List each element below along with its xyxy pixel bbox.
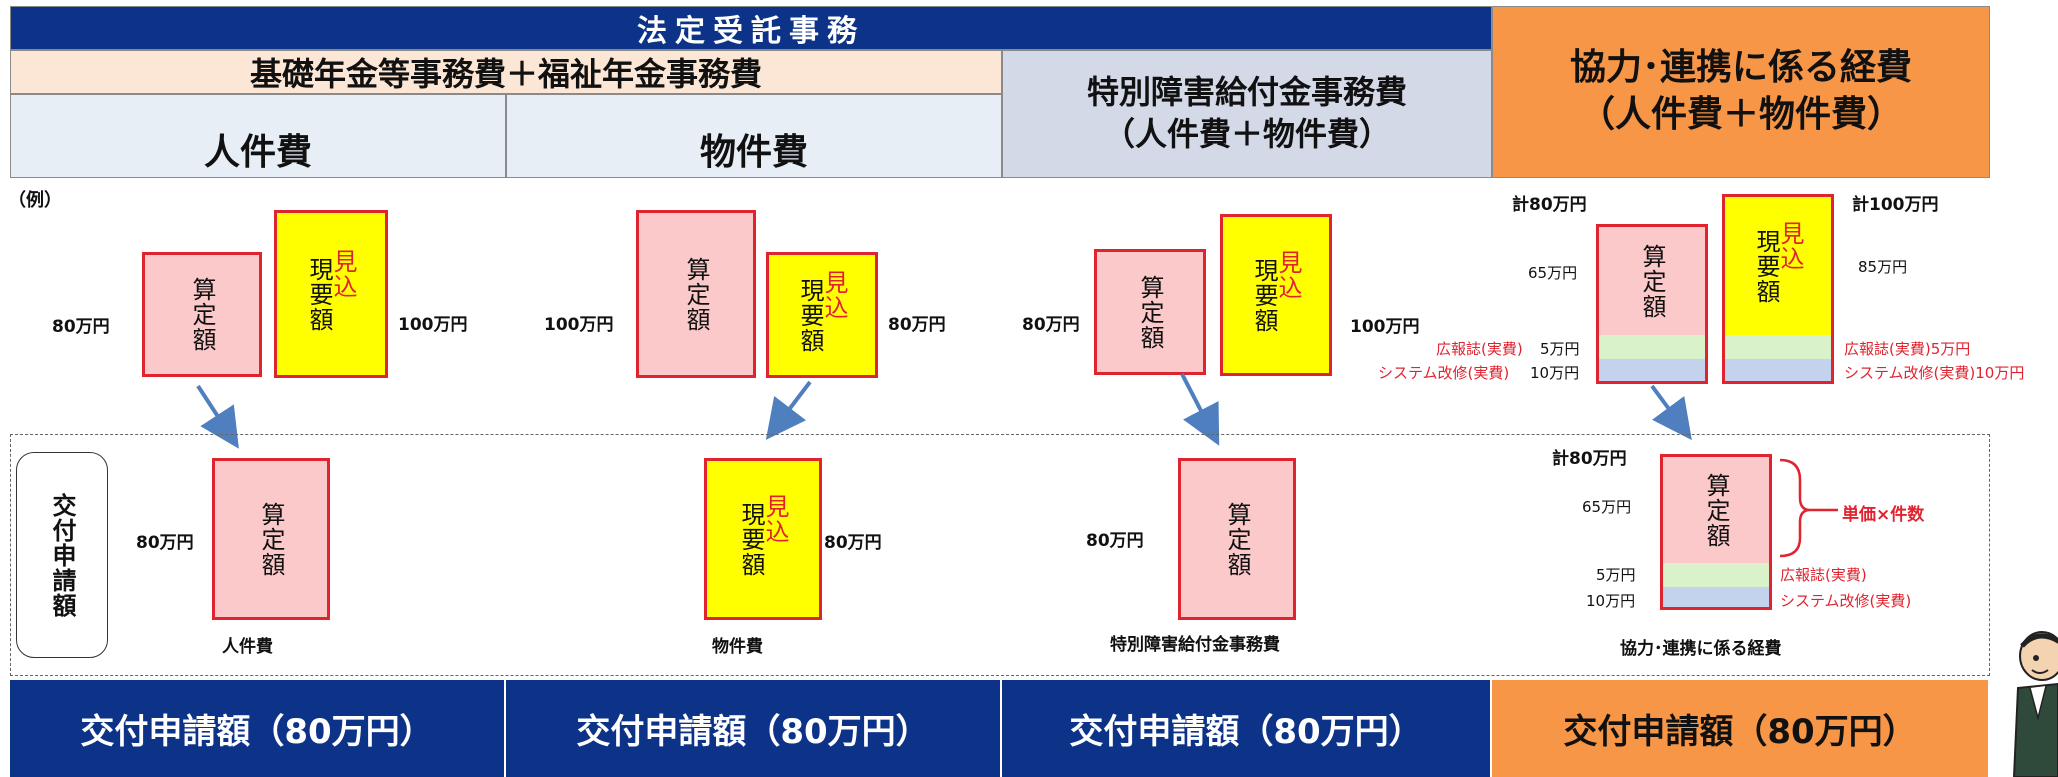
santei-label: 算定額: [257, 501, 285, 577]
col4-bottom-koho-seg: [1663, 563, 1769, 587]
side-label-box: 交付申請額: [16, 452, 108, 658]
santei-label: 算定額: [1702, 472, 1730, 548]
col4-right-genyo: 現要額 見込: [1725, 197, 1831, 335]
col4-bottom-main-amount: 65万円: [1582, 498, 1632, 516]
col4-sys-right-label: システム改修(実費)10万円: [1844, 364, 2025, 382]
mikomi-label: 見込: [820, 270, 848, 320]
col4-right-stack: 現要額 見込: [1722, 194, 1834, 384]
col4-bottom-koho-label: 広報誌(実費): [1780, 566, 1867, 584]
col1-bottom-santei-box: 算定額: [212, 458, 330, 620]
col4-bottom-koho-amount: 5万円: [1596, 566, 1636, 584]
arrow-col2: [765, 380, 812, 440]
col2-bottom-genyo-box: 現要額 見込: [704, 458, 822, 620]
col1-top-right-amount: 100万円: [398, 315, 468, 335]
header-bukken: 物件費: [506, 94, 1002, 178]
example-label: （例）: [8, 190, 62, 211]
application-area: [10, 434, 1990, 676]
mikomi-label: 見込: [761, 494, 789, 544]
header-kyoryoku: 協力･連携に係る経費 （人件費＋物件費）: [1492, 6, 1990, 178]
col4-bottom-stack: 算定額: [1660, 454, 1772, 610]
col4-koho-right-label: 広報誌(実費)5万円: [1844, 340, 1971, 358]
col4-left-santei: 算定額: [1599, 227, 1705, 335]
col4-total-left: 計80万円: [1512, 195, 1587, 215]
col3-santei-box: 算定額: [1094, 249, 1206, 375]
mascot-illustration: [2012, 631, 2058, 777]
arrow-col4: [1650, 384, 1692, 441]
col2-genyo-box: 現要額 見込: [766, 252, 878, 378]
col2-bottom-amount: 80万円: [824, 533, 882, 553]
genyo-label: 現要額: [305, 256, 333, 332]
footer-cell-1: 交付申請額（80万円）: [10, 680, 506, 777]
footer-cell-4: 交付申請額（80万円）: [1492, 680, 1990, 777]
col3-bottom-caption: 特別障害給付金事務費: [1110, 635, 1280, 655]
col4-bottom-sys-amount: 10万円: [1586, 592, 1636, 610]
col2-santei-box: 算定額: [636, 210, 756, 378]
col1-bottom-caption: 人件費: [222, 637, 273, 657]
col4-bottom-santei: 算定額: [1663, 457, 1769, 563]
col4-sys-left-label: システム改修(実費): [1378, 364, 1510, 382]
footer-cell-2: 交付申請額（80万円）: [506, 680, 1002, 777]
genyo-label: 現要額: [1752, 228, 1780, 304]
col1-santei-box: 算定額: [142, 252, 262, 377]
santei-label: 算定額: [1223, 501, 1251, 577]
genyo-label: 現要額: [796, 277, 824, 353]
col4-koho-left-label: 広報誌(実費): [1436, 340, 1523, 358]
col1-genyo-box: 現要額 見込: [274, 210, 388, 378]
genyo-label: 現要額: [1250, 257, 1278, 333]
col3-bottom-santei-box: 算定額: [1178, 458, 1296, 620]
header-title: 法定受託事務: [10, 6, 1492, 50]
arrow-col1: [196, 384, 239, 449]
col1-bottom-amount: 80万円: [136, 533, 194, 553]
col4-left-stack: 算定額: [1596, 224, 1708, 384]
col3-top-left-amount: 80万円: [1022, 315, 1080, 335]
col4-right-koho-seg: [1725, 335, 1831, 359]
header-kiso: 基礎年金等事務費＋福祉年金事務費: [10, 50, 1002, 94]
col1-top-left-amount: 80万円: [52, 317, 110, 337]
col4-bottom-caption: 協力･連携に係る経費: [1620, 639, 1782, 659]
col4-left-koho-seg: [1599, 335, 1705, 359]
mikomi-label: 見込: [329, 249, 357, 299]
col4-left-main-amount: 65万円: [1528, 264, 1578, 282]
col3-bottom-amount: 80万円: [1086, 531, 1144, 551]
col4-left-sys-seg: [1599, 359, 1705, 381]
col3-genyo-box: 現要額 見込: [1220, 214, 1332, 376]
santei-label: 算定額: [188, 277, 216, 352]
col4-right-sys-seg: [1725, 359, 1831, 381]
arrow-col3: [1180, 373, 1220, 446]
genyo-label: 現要額: [737, 501, 765, 577]
col4-right-main-amount: 85万円: [1858, 258, 1908, 276]
col4-total-right: 計100万円: [1852, 195, 1939, 215]
col4-bottom-sys-label: システム改修(実費): [1780, 592, 1912, 610]
col4-bottom-sys-seg: [1663, 587, 1769, 607]
santei-label: 算定額: [682, 256, 710, 332]
footer-cell-3: 交付申請額（80万円）: [1002, 680, 1492, 777]
col4-koho-left-amount: 5万円: [1540, 340, 1580, 358]
col4-bottom-total: 計80万円: [1552, 449, 1627, 469]
santei-label: 算定額: [1638, 243, 1666, 319]
side-label: 交付申請額: [48, 492, 76, 618]
col2-top-right-amount: 80万円: [888, 315, 946, 335]
unit-price-label: 単価×件数: [1842, 505, 1925, 525]
col3-top-right-amount: 100万円: [1350, 317, 1420, 337]
col2-top-left-amount: 100万円: [544, 315, 614, 335]
col4-sys-left-amount: 10万円: [1530, 364, 1580, 382]
mikomi-label: 見込: [1274, 250, 1302, 300]
col2-bottom-caption: 物件費: [712, 637, 763, 657]
mikomi-label: 見込: [1776, 221, 1804, 271]
header-jinken: 人件費: [10, 94, 506, 178]
header-tokubetsu: 特別障害給付金事務費 （人件費＋物件費）: [1002, 50, 1492, 178]
santei-label: 算定額: [1136, 274, 1164, 350]
